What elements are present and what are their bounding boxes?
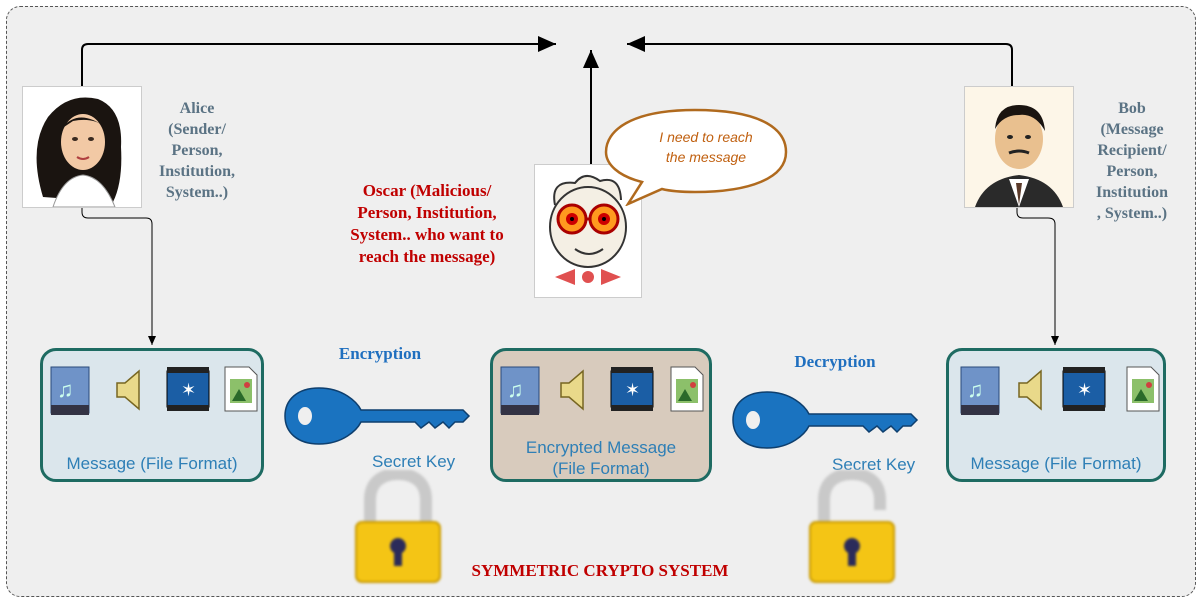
video-film-icon: ✶ bbox=[610, 367, 654, 411]
svg-text:♫: ♫ bbox=[57, 377, 74, 402]
alice-portrait bbox=[22, 86, 142, 208]
sender-file-icons: ♫ ✶ bbox=[43, 365, 261, 417]
image-file-icon bbox=[224, 366, 258, 412]
oscar-portrait bbox=[534, 164, 642, 298]
alice-label: Alice (Sender/ Person, Institution, Syst… bbox=[158, 100, 236, 201]
oscar-speech-text: I need to reach the message bbox=[659, 129, 753, 165]
music-file-icon: ♫ bbox=[960, 366, 1000, 415]
encryption-label: Encryption bbox=[338, 344, 422, 363]
encrypted-file-icons: ♫ ✶ bbox=[493, 365, 709, 417]
speaker-icon bbox=[1018, 369, 1042, 411]
video-film-icon: ✶ bbox=[166, 367, 210, 411]
speech-bubble bbox=[604, 108, 788, 206]
encryption-key-icon bbox=[284, 387, 471, 445]
encrypted-message-box: ♫ ✶ Encrypted Message (File Format) bbox=[490, 348, 712, 482]
svg-text:✶: ✶ bbox=[181, 380, 196, 400]
speaker-icon bbox=[116, 369, 140, 411]
receiver-message-box: ♫ ✶ Message (File Format) bbox=[946, 348, 1166, 482]
svg-text:♫: ♫ bbox=[967, 377, 984, 402]
receiver-message-caption: Message (File Format) bbox=[970, 454, 1142, 473]
decryption-label: Decryption bbox=[794, 352, 876, 371]
image-file-icon bbox=[1126, 366, 1160, 412]
encrypted-message-caption: Encrypted Message (File Format) bbox=[525, 438, 677, 478]
padlock-icon bbox=[809, 470, 895, 583]
padlock-icon bbox=[355, 470, 441, 583]
sender-message-caption: Message (File Format) bbox=[66, 454, 238, 473]
speaker-icon bbox=[560, 369, 584, 411]
bob-label: Bob (Message Recipient/ Person, Institut… bbox=[1095, 100, 1169, 222]
image-file-icon bbox=[670, 366, 704, 412]
diagram-title: SYMMETRIC CRYPTO SYSTEM bbox=[471, 561, 729, 580]
music-file-icon: ♫ bbox=[50, 366, 90, 415]
oscar-label: Oscar (Malicious/ Person, Institution, S… bbox=[350, 181, 504, 266]
sender-message-box: ♫ ✶ Message (File Format) bbox=[40, 348, 264, 482]
music-file-icon: ♫ bbox=[500, 366, 540, 415]
receiver-file-icons: ♫ ✶ bbox=[949, 365, 1163, 417]
video-film-icon: ✶ bbox=[1062, 367, 1106, 411]
decryption-key-icon bbox=[732, 391, 919, 449]
secret-key-label-encrypt: Secret Key bbox=[372, 452, 456, 471]
svg-text:✶: ✶ bbox=[1077, 380, 1092, 400]
svg-text:♫: ♫ bbox=[507, 377, 524, 402]
bob-portrait bbox=[964, 86, 1074, 208]
svg-text:✶: ✶ bbox=[625, 380, 640, 400]
